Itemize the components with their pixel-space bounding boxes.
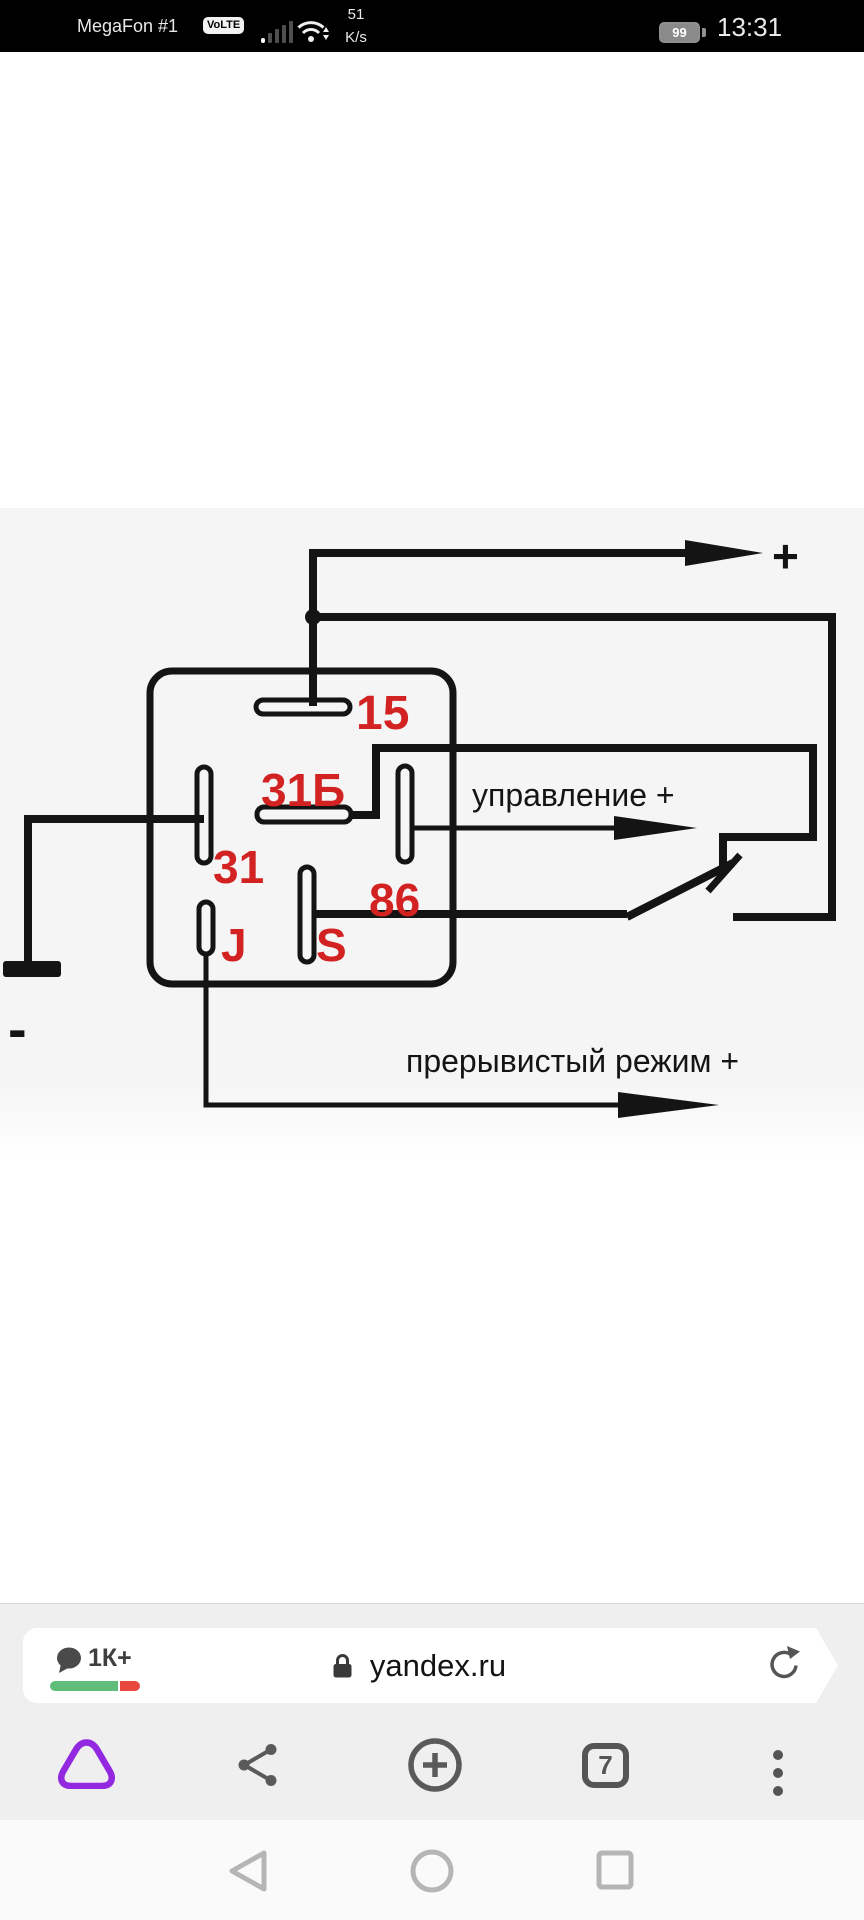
back-button[interactable]: [228, 1850, 268, 1897]
refresh-button[interactable]: [767, 1644, 803, 1689]
recents-icon: [596, 1850, 634, 1890]
rating-bar-green: [50, 1681, 118, 1691]
wire-j-intermittent: [203, 953, 622, 1108]
status-bar: MegaFon #1 VoLTE 51 K/s 99 13:31: [0, 0, 864, 52]
battery-nub: [702, 28, 706, 37]
share-button[interactable]: [238, 1743, 278, 1792]
wire-31-to-ground: [24, 815, 204, 961]
battery-percent: 99: [672, 25, 687, 40]
pin-label-s: S: [316, 919, 347, 971]
rating-bar-red: [120, 1681, 140, 1691]
plus-terminal-label: +: [772, 530, 799, 582]
network-speed-value: 51: [347, 6, 365, 23]
pin-slot-s: [297, 864, 317, 965]
address-bar[interactable]: 1К+ yandex.ru: [23, 1628, 838, 1703]
home-button[interactable]: [410, 1849, 454, 1898]
tabs-count: 7: [598, 1750, 613, 1780]
menu-button[interactable]: [773, 1742, 783, 1804]
intermittent-wire-label: прерывистый режим +: [406, 1043, 739, 1079]
ground-symbol: [3, 961, 61, 977]
pin-label-31: 31: [213, 841, 264, 893]
arrowhead-control: [614, 816, 697, 840]
browser-toolbar: 1К+ yandex.ru: [0, 1603, 864, 1821]
carrier-label: MegaFon #1: [77, 16, 179, 36]
pin-label-15: 15: [356, 687, 409, 740]
kebab-menu-icon: [773, 1750, 783, 1760]
volte-badge: VoLTE: [203, 17, 245, 34]
pin-slot-15: [253, 697, 353, 717]
new-tab-button[interactable]: [407, 1737, 463, 1798]
pin-label-j: J: [221, 919, 247, 971]
comments-count: 1К+: [88, 1644, 132, 1672]
android-navbar: [0, 1820, 864, 1920]
yandex-browser-logo-icon: [58, 1739, 115, 1790]
url-text: yandex.ru: [369, 1647, 507, 1683]
switch-lever: [625, 859, 735, 921]
control-wire-label: управление +: [472, 777, 675, 813]
clock: 13:31: [717, 12, 783, 42]
refresh-icon: [767, 1644, 803, 1684]
home-icon: [410, 1849, 454, 1893]
network-speed: 51 K/s: [334, 4, 378, 49]
network-speed-unit: K/s: [345, 28, 367, 46]
share-icon: [238, 1744, 277, 1786]
switch-contact-tick: [705, 852, 743, 894]
pin-slot-86: [395, 763, 415, 865]
wifi-icon: [297, 21, 329, 42]
relay-wiring-diagram: + - 15 31Б 31 86 J S управление + прерыв…: [3, 530, 836, 1118]
wire-loop-right: [313, 613, 836, 921]
pin-label-86: 86: [369, 874, 420, 926]
comment-icon: [55, 1646, 83, 1674]
plus-circle-icon: [408, 1738, 462, 1792]
back-icon: [229, 1850, 267, 1892]
tabs-button[interactable]: 7: [582, 1743, 629, 1788]
pin-label-31b: 31Б: [261, 764, 345, 816]
arrowhead-intermittent: [618, 1092, 719, 1118]
arrowhead-plus: [685, 540, 763, 566]
signal-strength-icon: [261, 19, 293, 43]
comments-chip[interactable]: [55, 1646, 83, 1679]
minus-terminal-label: -: [8, 997, 27, 1060]
wire-31b-to-contact: [350, 744, 817, 872]
lock-icon[interactable]: [333, 1653, 352, 1678]
pin-slot-j: [196, 899, 216, 957]
recents-button[interactable]: [596, 1850, 634, 1895]
battery-indicator: 99: [659, 22, 700, 43]
yandex-home-button[interactable]: [58, 1739, 115, 1794]
